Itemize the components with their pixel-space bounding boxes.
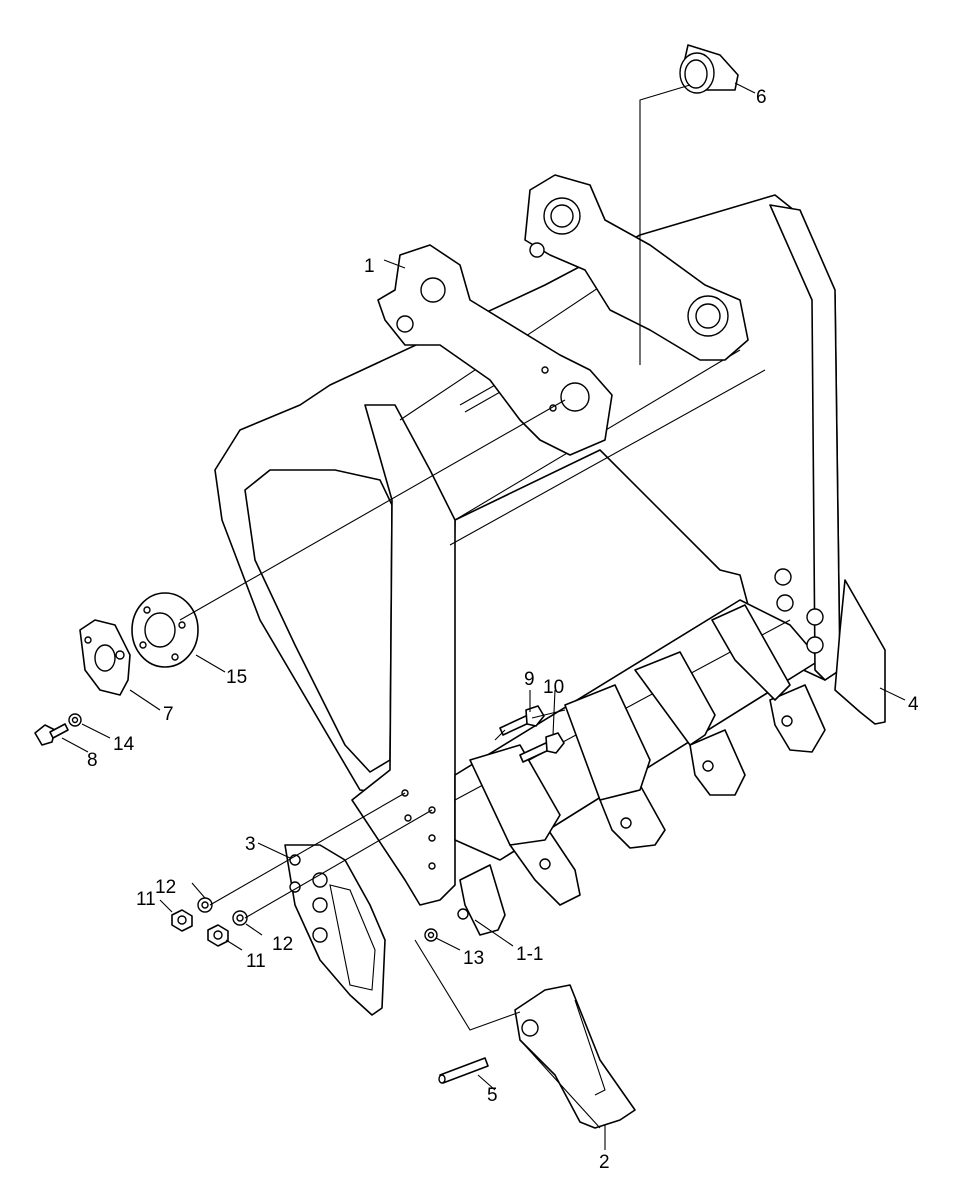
nut-11a bbox=[171, 909, 193, 932]
callout-4: 4 bbox=[908, 694, 919, 715]
link-bracket-right bbox=[524, 174, 749, 361]
callout-14: 14 bbox=[113, 734, 135, 755]
tooth-pin-5 bbox=[438, 1057, 489, 1084]
callout-2: 2 bbox=[599, 1152, 610, 1173]
tooth-2 bbox=[514, 984, 636, 1129]
teeth-row bbox=[457, 604, 826, 936]
bolt-10 bbox=[519, 732, 565, 763]
callout-6: 6 bbox=[756, 87, 767, 108]
washer-13 bbox=[424, 928, 438, 942]
washer-12a bbox=[197, 897, 213, 913]
side-cutter-4 bbox=[834, 579, 886, 725]
link-bracket-left bbox=[377, 244, 613, 456]
boss-15 bbox=[131, 592, 199, 668]
callout-13: 13 bbox=[463, 948, 484, 969]
side-shroud-3 bbox=[284, 844, 386, 1016]
washer-12b bbox=[232, 910, 248, 926]
callout-5: 5 bbox=[487, 1085, 498, 1106]
washer-14 bbox=[68, 713, 82, 727]
cover-7 bbox=[79, 619, 131, 696]
callout-labels: 1 1-1 2 3 4 5 6 7 8 9 10 11 11 12 12 13 … bbox=[87, 87, 919, 1173]
leader-lines bbox=[61, 82, 906, 1150]
callout-1: 1 bbox=[364, 256, 375, 277]
callout-3: 3 bbox=[245, 834, 256, 855]
callout-10: 10 bbox=[543, 677, 564, 698]
callout-15: 15 bbox=[226, 667, 247, 688]
callout-11b: 11 bbox=[246, 951, 266, 972]
nut-11b bbox=[207, 924, 229, 947]
callout-7: 7 bbox=[163, 704, 174, 725]
callout-12b: 12 bbox=[272, 934, 293, 955]
bolt-8 bbox=[34, 723, 69, 746]
bushing-6 bbox=[679, 44, 739, 94]
callout-8: 8 bbox=[87, 750, 98, 771]
callout-11a: 11 bbox=[136, 889, 156, 910]
callout-12a: 12 bbox=[155, 877, 176, 898]
callout-9: 9 bbox=[524, 669, 535, 690]
callout-1-1: 1-1 bbox=[516, 944, 543, 965]
